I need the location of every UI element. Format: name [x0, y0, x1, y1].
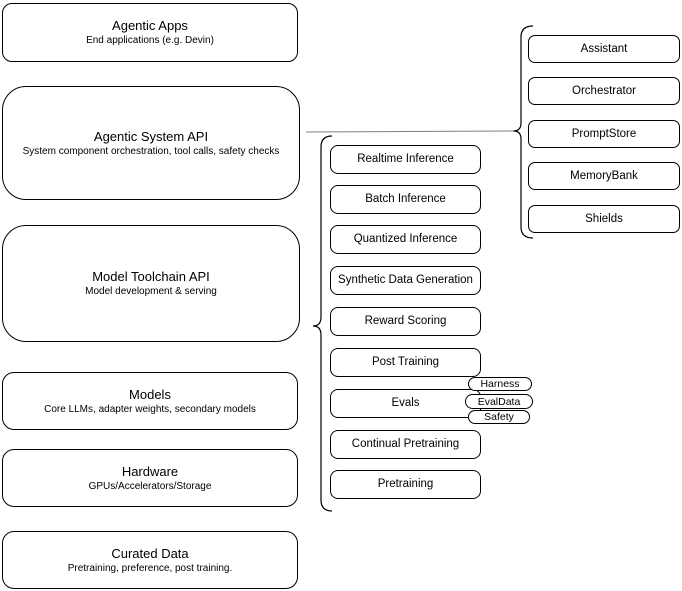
- box-label: PromptStore: [571, 127, 637, 140]
- api-to-components-connector: [305, 130, 514, 133]
- box-label: Evals: [391, 397, 420, 409]
- box-label: Realtime Inference: [357, 153, 454, 165]
- box-assistant: Assistant: [528, 35, 680, 63]
- box-post-training: Post Training: [330, 348, 481, 377]
- box-promptstore: PromptStore: [528, 120, 680, 148]
- box-synthetic-data-generation: Synthetic Data Generation: [330, 266, 481, 295]
- box-subtitle: End applications (e.g. Devin): [86, 35, 214, 46]
- box-label: Assistant: [580, 42, 628, 55]
- box-label: Orchestrator: [572, 84, 636, 97]
- box-subtitle: Model development & serving: [85, 286, 217, 297]
- box-label: Synthetic Data Generation: [338, 274, 473, 286]
- box-label: Post Training: [371, 356, 440, 368]
- box-models: Models Core LLMs, adapter weights, secon…: [2, 372, 298, 430]
- box-quantized-inference: Quantized Inference: [330, 225, 481, 254]
- box-label: Pretraining: [377, 478, 434, 490]
- pill-label: EvalData: [477, 395, 521, 408]
- box-title: Agentic System API: [93, 128, 209, 144]
- box-subtitle: System component orchestration, tool cal…: [22, 145, 280, 157]
- box-realtime-inference: Realtime Inference: [330, 145, 481, 174]
- box-title: Curated Data: [111, 545, 189, 561]
- box-shields: Shields: [528, 205, 680, 233]
- box-subtitle: Pretraining, preference, post training.: [67, 562, 233, 574]
- pill-evaldata: EvalData: [465, 394, 533, 409]
- box-title: Model Toolchain API: [92, 269, 210, 284]
- box-label: MemoryBank: [570, 169, 638, 182]
- box-memorybank: MemoryBank: [528, 162, 680, 190]
- box-agentic-apps: Agentic Apps End applications (e.g. Devi…: [2, 3, 298, 62]
- pill-safety: Safety: [468, 410, 530, 424]
- pill-harness: Harness: [468, 377, 532, 391]
- pill-label: Harness: [480, 378, 520, 390]
- box-title: Models: [129, 386, 171, 402]
- box-reward-scoring: Reward Scoring: [330, 307, 481, 336]
- box-label: Reward Scoring: [364, 315, 447, 327]
- box-subtitle: GPUs/Accelerators/Storage: [88, 480, 212, 492]
- box-curated-data: Curated Data Pretraining, preference, po…: [2, 531, 298, 589]
- box-hardware: Hardware GPUs/Accelerators/Storage: [2, 449, 298, 507]
- box-label: Continual Pretraining: [351, 438, 460, 450]
- box-subtitle: Core LLMs, adapter weights, secondary mo…: [44, 403, 256, 415]
- box-pretraining: Pretraining: [330, 470, 481, 499]
- box-agentic-system-api: Agentic System API System component orch…: [2, 86, 300, 200]
- box-orchestrator: Orchestrator: [528, 77, 680, 105]
- box-label: Quantized Inference: [353, 233, 458, 245]
- box-label: Shields: [585, 212, 623, 225]
- box-title: Agentic Apps: [112, 18, 188, 33]
- box-model-toolchain-api: Model Toolchain API Model development & …: [2, 225, 300, 342]
- box-label: Batch Inference: [365, 193, 446, 205]
- box-batch-inference: Batch Inference: [330, 185, 481, 214]
- box-evals: Evals: [330, 389, 481, 418]
- box-title: Hardware: [121, 463, 179, 479]
- pill-label: Safety: [484, 411, 514, 423]
- box-continual-pretraining: Continual Pretraining: [330, 430, 481, 459]
